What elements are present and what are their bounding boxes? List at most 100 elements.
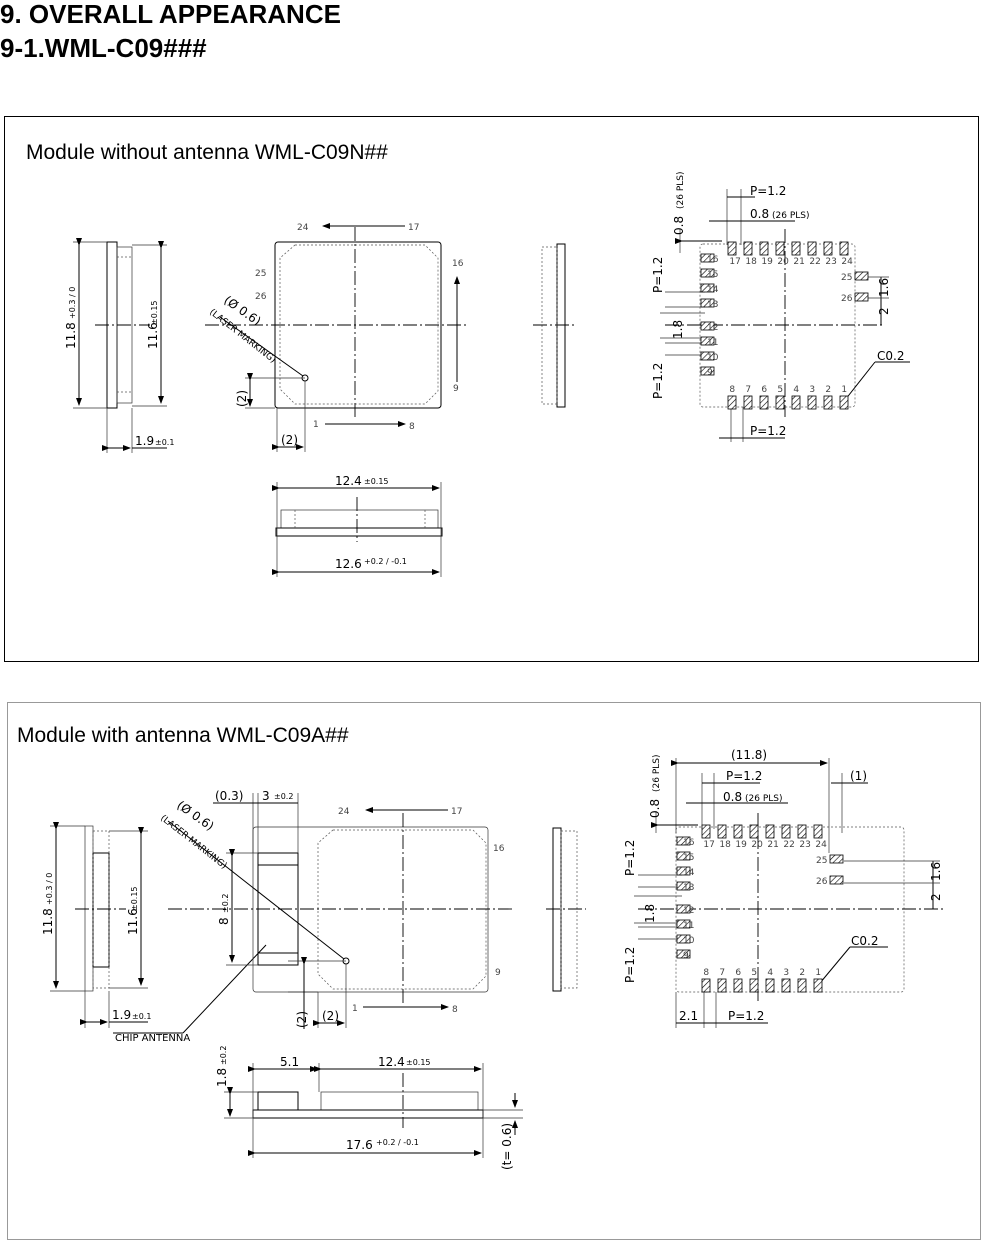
dim-antenna-width: 3: [262, 789, 270, 803]
dim-pad-length: 0.8: [672, 216, 686, 235]
subsection-heading: 9-1.WML-C09###: [0, 33, 207, 63]
pad-label-5: 5: [777, 385, 783, 395]
pad-bottom-6: [733, 978, 743, 993]
pad-bottom-3: [807, 395, 817, 410]
dim-antenna-thickness-tol: ±0.2: [219, 1046, 228, 1065]
pad-label-17: 17: [703, 840, 714, 850]
pad-bottom-8: [701, 978, 711, 993]
pad-top-17: [701, 824, 711, 839]
drawing-module-without-antenna: 11.8 +0.3 / 0 11.6 ±0.15 1.9 ±0.1 24 17 …: [64, 172, 910, 577]
pad-label-7: 7: [745, 385, 751, 395]
dim-antenna-width-tol: ±0.2: [274, 792, 293, 801]
panel-title: Module with antenna WML-C09A##: [17, 724, 349, 747]
pad-side-26: [854, 292, 869, 302]
pad-left-12: [700, 321, 715, 331]
pad-top-20: [775, 241, 785, 256]
dim-edge: (1): [850, 769, 867, 783]
dim-antenna-thickness: 1.8: [215, 1068, 229, 1087]
pad-label-10: 10: [683, 936, 695, 946]
pad-label-24: 24: [841, 257, 853, 267]
chip-antenna-label: CHIP ANTENNA: [115, 1033, 190, 1044]
dim-height-outer-tol: +0.3 / 0: [68, 287, 77, 319]
section-heading: 9. OVERALL APPEARANCE: [0, 0, 341, 29]
pad-label-21: 21: [767, 840, 778, 850]
pad-label-18: 18: [719, 840, 731, 850]
pad-side-25: [854, 271, 869, 281]
pad-left-15: [700, 268, 715, 278]
pad-label-13: 13: [707, 300, 718, 310]
dim-pitch-top: P=1.2: [750, 184, 786, 198]
pad-label-9: 9: [683, 951, 689, 961]
dim-gap: 1.8: [643, 904, 657, 923]
pad-label-22: 22: [809, 257, 820, 267]
dim-thickness-tol: ±0.1: [132, 1012, 151, 1021]
pad-label-6: 6: [761, 385, 767, 395]
pad-label-25: 25: [841, 273, 852, 283]
pad-label-11: 11: [707, 338, 718, 348]
pad-label-15: 15: [683, 853, 694, 863]
dim-width-total-tol: +0.2 / -0.1: [376, 1138, 419, 1147]
dim-pad-width: 0.8: [723, 790, 742, 804]
pad-label-17: 17: [729, 257, 740, 267]
pad-side-25: [829, 854, 844, 864]
side-view-right: [546, 827, 586, 992]
pad-top-17: [727, 241, 737, 256]
pad-label-5: 5: [751, 968, 757, 978]
pad-top-18: [717, 824, 727, 839]
pad-left-13: [700, 298, 715, 308]
top-face-view: 24 17 16 9 1 8 (Ø 0.6) (LASER MARKING) (…: [158, 789, 513, 1029]
pin-label-16: 16: [493, 844, 505, 854]
pin-label-8: 8: [452, 1005, 458, 1015]
pad-label-19: 19: [761, 257, 773, 267]
dim-thickness: 1.9: [112, 1008, 131, 1022]
side-view-right: [533, 243, 577, 408]
pad-bottom-3: [781, 978, 791, 993]
pad-label-14: 14: [707, 285, 719, 295]
pad-label-20: 20: [751, 840, 763, 850]
top-face-view: 24 17 16 9 1 8 25 26 (Ø 0.6) (LASER MARK…: [205, 223, 467, 452]
pad-left-14: [700, 283, 715, 293]
pin-label-8: 8: [409, 422, 415, 432]
pad-label-16: 16: [683, 838, 695, 848]
dim-height-inner: 11.6: [126, 908, 140, 935]
pad-label-16: 16: [707, 255, 719, 265]
dim-pin2526-offset: 2: [929, 893, 943, 901]
dim-pin2526-offset: 2: [877, 307, 891, 315]
dim-corner-horizontal: (2): [322, 1009, 339, 1023]
pad-label-9: 9: [707, 368, 713, 378]
dim-height-inner: 11.6: [146, 322, 160, 349]
dim-height-inner-tol: ±0.15: [130, 886, 139, 911]
pad-label-4: 4: [793, 385, 799, 395]
dim-pad-width-note: (26 PLS): [745, 794, 783, 804]
pad-top-19: [733, 824, 743, 839]
pad-top-20: [749, 824, 759, 839]
pad-left-10: [700, 351, 715, 361]
pad-label-18: 18: [745, 257, 757, 267]
pad-top-19: [759, 241, 769, 256]
dim-antenna-height-tol: ±0.2: [221, 894, 230, 913]
pad-label-15: 15: [707, 270, 718, 280]
side-view-left: 11.8 +0.3 / 0 11.6 ±0.15 1.9 ±0.1: [64, 238, 174, 453]
panel-title: Module without antenna WML-C09N##: [26, 141, 388, 164]
pad-label-23: 23: [825, 257, 836, 267]
dim-width-total: 17.6: [346, 1138, 373, 1152]
pad-label-2: 2: [799, 968, 805, 978]
dim-antenna-length: 5.1: [280, 1055, 299, 1069]
dim-pad-width-note: (26 PLS): [772, 211, 810, 221]
pad-bottom-7: [717, 978, 727, 993]
pad-left-14: [676, 866, 691, 876]
dim-height-inner-tol: ±0.15: [150, 300, 159, 325]
pad-label-4: 4: [767, 968, 773, 978]
dim-thickness-tol: ±0.1: [155, 438, 174, 447]
front-view: 12.4 ±0.15 12.6 +0.2 / -0.1: [272, 474, 443, 577]
dim-thickness: 1.9: [135, 434, 154, 448]
dim-height-outer-tol: +0.3 / 0: [45, 873, 54, 905]
drawing-module-with-antenna: 11.8 +0.3 / 0 11.6 ±0.15 1.9 ±0.1 CHIP A…: [41, 748, 943, 1170]
pin-label-26: 26: [255, 292, 267, 302]
pad-bottom-1: [813, 978, 823, 993]
dim-pitch-left-bottom: P=1.2: [623, 947, 637, 983]
panel-module-without-antenna: Module without antenna WML-C09N## 11.8: [4, 116, 979, 662]
pad-top-23: [797, 824, 807, 839]
pad-top-21: [791, 241, 801, 256]
pad-label-26: 26: [841, 294, 853, 304]
